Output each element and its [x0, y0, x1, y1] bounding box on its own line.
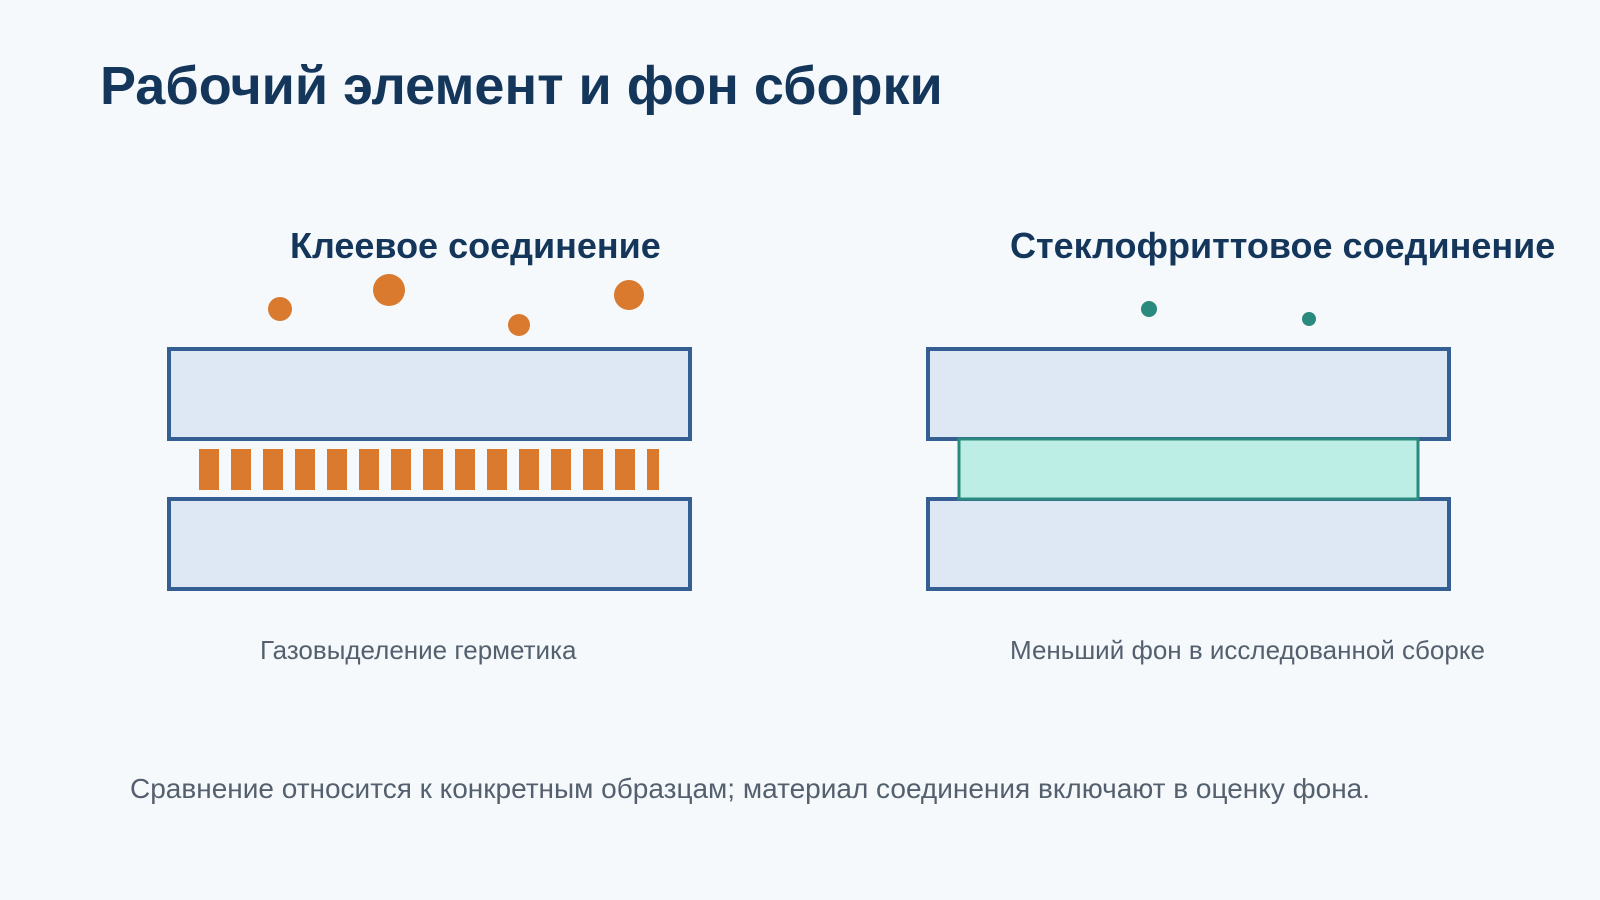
adhesive-panel-title: Клеевое соединение [290, 225, 661, 266]
sealant-bar [391, 449, 411, 490]
outgassing-bubbles [1141, 301, 1316, 326]
outgassing-bubble [268, 297, 292, 321]
glass-frit-panel-title: Стеклофриттовое соединение [1010, 225, 1555, 266]
sealant-bar [295, 449, 315, 490]
sealant-layer [199, 449, 659, 490]
glass-frit-panel-caption: Меньший фон в исследованной сборке [1010, 635, 1485, 665]
outgassing-bubble [1302, 312, 1316, 326]
page-title: Рабочий элемент и фон сборки [100, 56, 943, 116]
sealant-bar [231, 449, 251, 490]
outgassing-bubble [614, 280, 644, 310]
sealant-bar [519, 449, 539, 490]
footnote: Сравнение относится к конкретным образца… [130, 773, 1371, 804]
sealant-bar [583, 449, 603, 490]
adhesive-panel: Клеевое соединение Газовыделение гермети… [167, 225, 692, 665]
sealant-bar [455, 449, 475, 490]
adhesive-panel-caption: Газовыделение герметика [260, 635, 577, 665]
top-plate [167, 347, 692, 441]
sealant-bar [263, 449, 283, 490]
sealant-bar [487, 449, 507, 490]
sealant-bar [359, 449, 379, 490]
sealant-bar [199, 449, 219, 490]
sealant-bar [423, 449, 443, 490]
bottom-plate [167, 497, 692, 591]
sealant-bar [647, 449, 659, 490]
outgassing-bubble [508, 314, 530, 336]
glass-frit-panel: Стеклофриттовое соединение Меньший фон в… [926, 225, 1555, 665]
top-plate [926, 347, 1451, 441]
outgassing-bubble [1141, 301, 1157, 317]
glass-frit-layer [957, 437, 1420, 501]
outgassing-bubbles [268, 274, 644, 336]
sealant-bar [615, 449, 635, 490]
bottom-plate [926, 497, 1451, 591]
outgassing-bubble [373, 274, 405, 306]
sealant-bar [551, 449, 571, 490]
sealant-bar [327, 449, 347, 490]
